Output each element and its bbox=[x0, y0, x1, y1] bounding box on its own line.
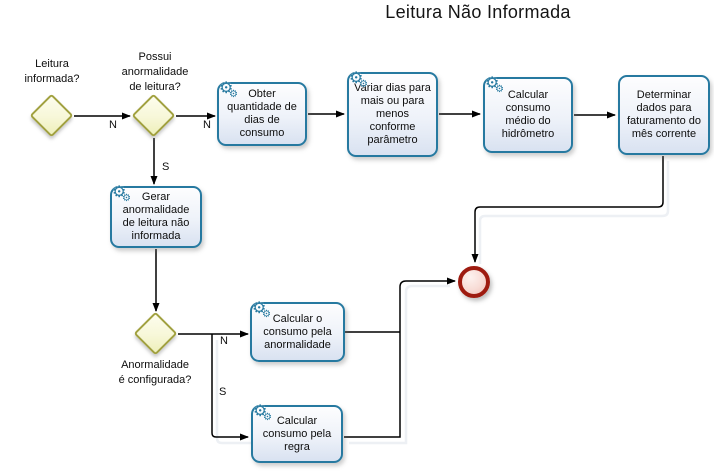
edge-label-n: N bbox=[109, 119, 117, 131]
task-label: Calcular consumo pela regra bbox=[262, 414, 332, 453]
task-calcular-consumo-medio[interactable]: ⚙⚙ Calcular consumo médio do hidrômetro bbox=[483, 75, 573, 153]
gateway-possui-label: Possui anormalidade de leitura? bbox=[121, 51, 189, 93]
gateway-leitura-informada[interactable] bbox=[29, 93, 74, 138]
edge-label-n: N bbox=[220, 335, 228, 347]
gear-icon: ⚙⚙ bbox=[349, 70, 368, 90]
task-gerar-anormalidade[interactable]: ⚙⚙ Gerar anormalidade de leitura não inf… bbox=[110, 184, 202, 248]
flow-edge bbox=[344, 277, 456, 438]
task-label: Obter quantidade de dias de consumo bbox=[227, 88, 297, 139]
task-calcular-consumo-anormalidade[interactable]: ⚙⚙ Calcular o consumo pela anormalidade bbox=[250, 300, 345, 362]
ghost-path bbox=[478, 161, 670, 264]
task-label: Calcular o consumo pela anormalidade bbox=[263, 312, 332, 351]
ghost-path bbox=[349, 284, 450, 445]
gear-icon: ⚙⚙ bbox=[219, 80, 238, 100]
edge-label-n: N bbox=[203, 119, 211, 131]
gateway-anormalidade-configurada[interactable] bbox=[133, 311, 178, 356]
task-label: Gerar anormalidade de leitura não inform… bbox=[122, 191, 190, 242]
gear-icon: ⚙⚙ bbox=[252, 300, 271, 320]
task-calcular-consumo-regra[interactable]: ⚙⚙ Calcular consumo pela regra bbox=[251, 403, 343, 463]
gateway-configurada-label: Anormalidade é configurada? bbox=[118, 359, 192, 386]
page-title: Leitura Não Informada bbox=[385, 2, 571, 22]
task-obter-quantidade[interactable]: ⚙⚙ Obter quantidade de dias de consumo bbox=[217, 80, 307, 146]
edge-label-s: S bbox=[162, 161, 170, 173]
task-determinar-dados[interactable]: Determinar dados para faturamento do mês… bbox=[618, 75, 710, 155]
gateway-possui-anormalidade[interactable] bbox=[131, 93, 176, 138]
task-variar-dias[interactable]: ⚙⚙ Variar dias para mais ou para menos c… bbox=[347, 70, 438, 157]
edge-label-s: S bbox=[219, 386, 227, 398]
flow-edge bbox=[211, 334, 249, 441]
end-event[interactable] bbox=[458, 266, 490, 298]
task-label: Variar dias para mais ou para menos conf… bbox=[354, 82, 431, 146]
task-label: Calcular consumo médio do hidrômetro bbox=[501, 89, 555, 140]
gear-icon: ⚙⚙ bbox=[485, 75, 504, 95]
gear-icon: ⚙⚙ bbox=[112, 184, 131, 204]
task-label: Determinar dados para faturamento do mês… bbox=[627, 89, 701, 140]
gateway-leitura-label: Leitura informada? bbox=[24, 58, 80, 85]
gear-icon: ⚙⚙ bbox=[253, 403, 272, 423]
flow-edge bbox=[471, 156, 664, 263]
